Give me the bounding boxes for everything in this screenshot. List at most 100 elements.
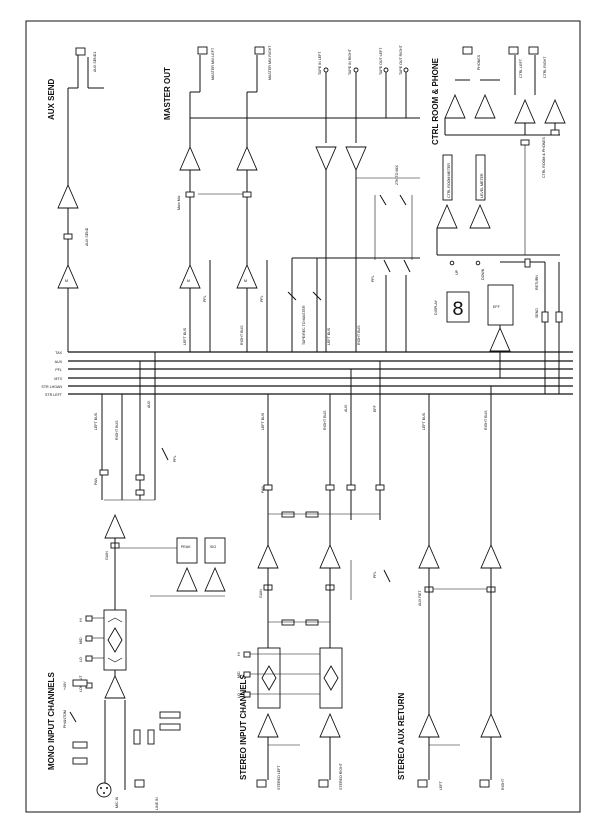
mono-gain-amp: [104, 513, 126, 539]
eff-label: EFF: [373, 404, 377, 412]
pfl-label: PFL: [173, 455, 177, 462]
master-mix-left-label: MASTER MIX LEFT: [211, 47, 215, 80]
meter-label: CTRL ROOM METER: [447, 163, 451, 198]
tape-in-left-label: TAPE IN LEFT: [318, 51, 322, 75]
eq-core: [107, 627, 123, 653]
gain-label: GAIN: [105, 551, 109, 560]
down-label: DOWN: [481, 268, 485, 280]
ctrl-amp-left: [514, 98, 536, 124]
main-mix-fader: [242, 191, 252, 198]
aux-master-amp: [57, 263, 79, 289]
pan-pot: [99, 469, 109, 476]
phantom-switch-label: PHANTOM: [63, 710, 67, 728]
mix-resistor: [281, 619, 295, 626]
left-bus-label: LEFT BUS: [327, 327, 331, 345]
aux-send-title: AUX SEND: [47, 78, 56, 120]
phantom-resistor: [72, 679, 88, 687]
master-left-jack: [197, 46, 208, 55]
master-right-sum-amp: [236, 263, 258, 289]
ctrl-room-pot: [520, 139, 530, 146]
aux-send-amp: [57, 183, 79, 209]
tape-in-left-amp: [315, 146, 337, 172]
eff-processor: [487, 284, 514, 326]
display-label: DISPLAY: [434, 299, 438, 315]
bus-label: STR LHGAN: [41, 385, 62, 389]
mic-in-label: MIC IN: [115, 796, 119, 808]
sig-led: [204, 537, 226, 564]
stereo-aux-pot: [346, 484, 356, 491]
2tk-to-mix-label: 2TK TO MIX: [395, 165, 399, 185]
tape-out-right-jack: [403, 67, 409, 73]
ctrl-left-label: CTRL LEFT: [519, 58, 523, 78]
tape-out-left-jack: [383, 67, 389, 73]
lo-pot: [243, 691, 251, 698]
return-pot: [524, 258, 531, 268]
aux-send-section: AUX SEND AUX SEND M AUX SEND1: [47, 47, 104, 352]
mix-buses: TAX AUX PFL MTX STR LHGAN STR LEFT: [41, 351, 573, 397]
amp-m: M: [187, 279, 190, 283]
ctrl-left-jack: [508, 46, 519, 55]
hi-label: HI: [237, 652, 241, 656]
aux-label: AUX: [344, 404, 348, 412]
meter-amp-left: [436, 203, 458, 229]
up-button: [449, 260, 455, 266]
amp-m: M: [244, 279, 247, 283]
aux-return-right-preamp: [480, 712, 502, 738]
send-label: SEND: [535, 308, 539, 318]
phones-label: PHONES: [477, 54, 481, 70]
main-mix-label: Main Mix: [177, 195, 181, 210]
mid-pot: [85, 635, 93, 642]
line-resistor: [133, 729, 141, 745]
amp-m: M: [65, 279, 68, 283]
pan-label: PAN: [94, 477, 98, 485]
eff-send-amp: [489, 326, 511, 352]
lo-pot: [85, 655, 93, 662]
tape-out-left-label: TAPE OUT LEFT: [379, 47, 383, 75]
send-resistor: [541, 311, 549, 323]
peak-led: [176, 537, 198, 564]
meter-label: LEVEL METER: [480, 173, 484, 198]
aux-return-left-amp: [418, 543, 440, 569]
insert-resistor: [159, 711, 181, 719]
mix-resistor: [305, 619, 319, 626]
mono-input-title: MONO INPUT CHANNELS: [47, 672, 56, 770]
peak-label: PEAK: [181, 545, 191, 549]
down-button: [475, 260, 481, 266]
mid-label: MID: [237, 671, 241, 678]
peak-amp: [176, 566, 198, 592]
stereo-aux-return-title: STEREO AUX RETURN: [397, 693, 406, 780]
bus-label: MTX: [54, 377, 62, 381]
aux-send1-jack: [75, 47, 86, 56]
right-bus-label: RIGHT BUS: [484, 410, 488, 430]
pfl-label: PFL: [203, 295, 207, 302]
insert-resistor: [159, 723, 181, 731]
ctrl-amp-right: [544, 98, 566, 124]
stereo-right-jack: [318, 779, 329, 788]
stereo-aux-return-section: STEREO AUX RETURN LEFT BUS RIGHT BUS AUX…: [397, 386, 505, 790]
bus-label: TAX: [55, 351, 62, 355]
up-label: UP: [455, 269, 459, 275]
mono-input-section: MONO INPUT CHANNELS LEFT BUS RIGHT BUS A…: [47, 352, 226, 810]
ctrl-room-pot: [550, 129, 560, 136]
aux-send-label: AUX SEND: [85, 227, 89, 246]
balance-resistor: [281, 511, 295, 518]
phones-amp-left: [444, 93, 466, 119]
master-out-section: MASTER OUT Main Mix M M PFL PFL LEFT BUS…: [163, 45, 420, 352]
meter-amp-right: [469, 203, 491, 229]
phones-jack: [462, 46, 473, 55]
mid-label: MID: [79, 637, 83, 644]
ctrl-room-section: CTRL ROOM & PHONE PHONES CTRL LEFT CTRL …: [431, 46, 566, 256]
stereo-input-section: STEREO INPUT CHANNELS LEFT BUS RIGHT BUS…: [237, 361, 391, 790]
left-bus-label: LEFT BUS: [183, 327, 187, 345]
stereo-pan-pot: [263, 484, 273, 491]
stereo-left-fader-amp: [257, 543, 279, 569]
return-label: RETURN: [535, 275, 539, 290]
balance-resistor: [305, 511, 319, 518]
stereo-left-jack: [256, 779, 267, 788]
phones-amp-right: [474, 93, 496, 119]
seven-segment: 8: [452, 299, 464, 322]
aux-label: AUX: [147, 400, 151, 408]
mono-preamp: [104, 674, 126, 699]
bus-label: STR LEFT: [45, 393, 63, 397]
